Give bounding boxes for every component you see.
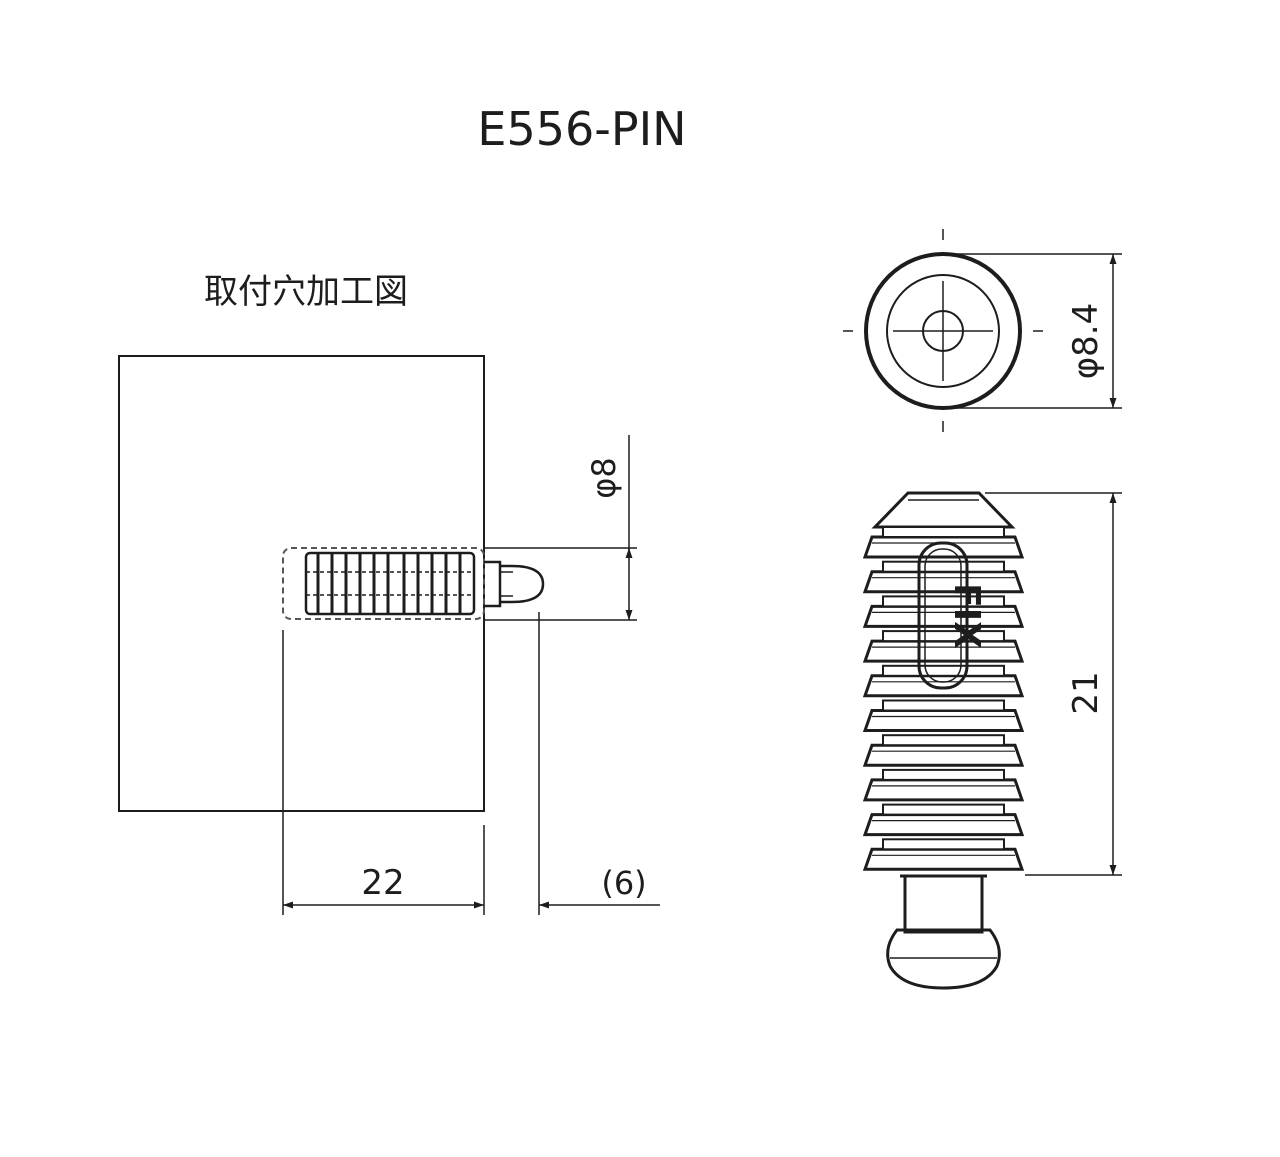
pin-rib xyxy=(862,813,1025,837)
body-length-label: 21 xyxy=(1066,671,1106,714)
pin-ribs xyxy=(862,526,1025,871)
pin-top-view: φ8.4 xyxy=(843,229,1122,432)
pin-core-segment xyxy=(882,768,1005,781)
pin-rib xyxy=(862,570,1025,594)
pin-rib xyxy=(862,847,1025,871)
hole-diameter-label: φ8 xyxy=(585,457,623,498)
pin-core-segment xyxy=(882,560,1005,573)
pin-core-segment xyxy=(882,630,1005,643)
pin-rib xyxy=(862,535,1025,559)
pin-core-segment xyxy=(882,664,1005,677)
embedded-pin-body xyxy=(304,551,476,616)
pin-rib xyxy=(862,674,1025,698)
pin-rib xyxy=(862,743,1025,767)
fix-logo: FIX xyxy=(917,541,987,690)
logo-text: FIX xyxy=(946,583,987,649)
pin-core-segment xyxy=(882,526,1005,538)
pin-rib xyxy=(862,604,1025,628)
depth-dimensions: 22 (6) xyxy=(282,612,660,915)
hole-diameter-dimension: φ8 xyxy=(484,435,637,621)
protrusion-label: (6) xyxy=(601,864,646,902)
section-label: 取付穴加工図 xyxy=(204,272,408,312)
pin-core-segment xyxy=(882,699,1005,712)
head-diameter-label: φ8.4 xyxy=(1066,303,1106,380)
drilled-hole xyxy=(282,547,485,620)
pin-rib xyxy=(862,709,1025,732)
pin-rib xyxy=(862,778,1025,802)
drawing-title: E556-PIN xyxy=(477,102,686,156)
protruding-pin-head xyxy=(484,560,545,608)
panel-outline xyxy=(118,355,485,812)
pin-core-segment xyxy=(882,734,1005,747)
mounting-hole-view: φ8 22 (6) xyxy=(118,355,660,915)
pin-core-segment xyxy=(882,838,1005,851)
pin-rib xyxy=(862,639,1025,663)
pin-core-segment xyxy=(882,803,1005,816)
pin-side-view: FIX 21 xyxy=(862,491,1122,990)
hole-depth-label: 22 xyxy=(361,863,404,903)
pin-core-segment xyxy=(882,595,1005,608)
